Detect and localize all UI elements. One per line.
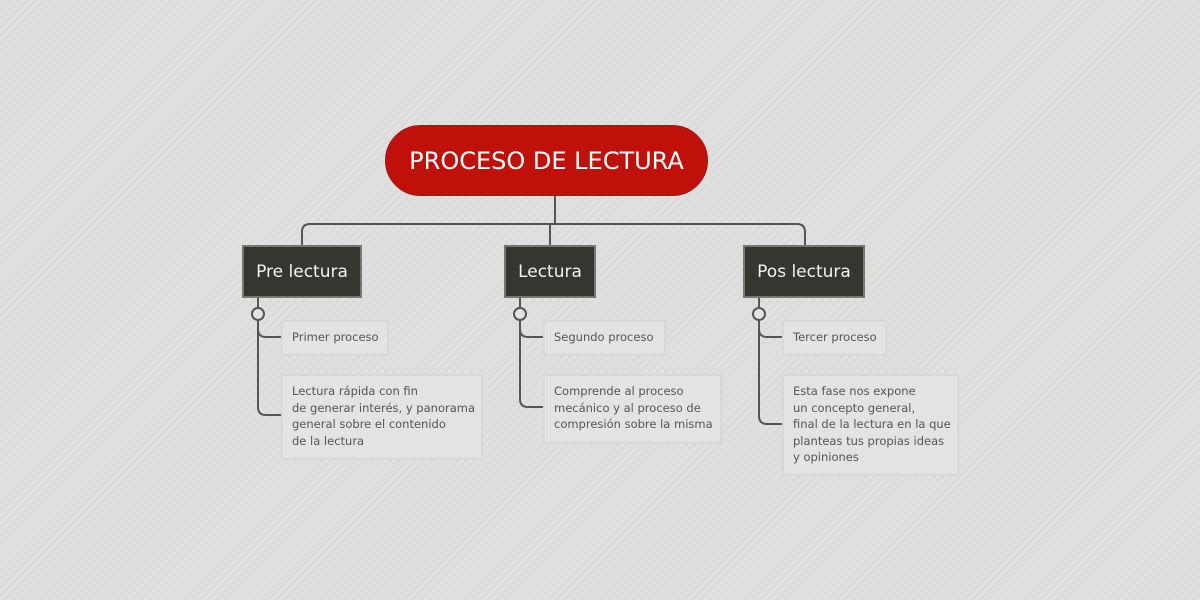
subtopic[interactable]: Primer proceso <box>281 320 389 356</box>
root-topic[interactable]: PROCESO DE LECTURA <box>385 125 708 196</box>
pos-lectura-connector <box>758 298 782 425</box>
pre-lectura-connector <box>257 298 281 416</box>
subtopic[interactable]: Segundo proceso <box>543 320 666 356</box>
topic-pos-lectura[interactable]: Pos lectura <box>743 245 865 298</box>
collapse-toggle-lectura <box>513 307 527 321</box>
lectura-connector <box>519 298 543 408</box>
topic-lectura[interactable]: Lectura <box>504 245 596 298</box>
root-topic-label: PROCESO DE LECTURA <box>409 146 684 175</box>
branch-connector <box>301 223 806 245</box>
subtopic[interactable]: Lectura rápida con fin de generar interé… <box>281 374 483 460</box>
collapse-toggle-pos-lectura <box>752 307 766 321</box>
subtopic[interactable]: Tercer proceso <box>782 320 887 356</box>
topic-pre-lectura[interactable]: Pre lectura <box>242 245 362 298</box>
collapse-toggle-pre-lectura <box>251 307 265 321</box>
subtopic[interactable]: Esta fase nos expone un concepto general… <box>782 374 959 476</box>
subtopic[interactable]: Comprende al proceso mecánico y al proce… <box>543 374 722 444</box>
